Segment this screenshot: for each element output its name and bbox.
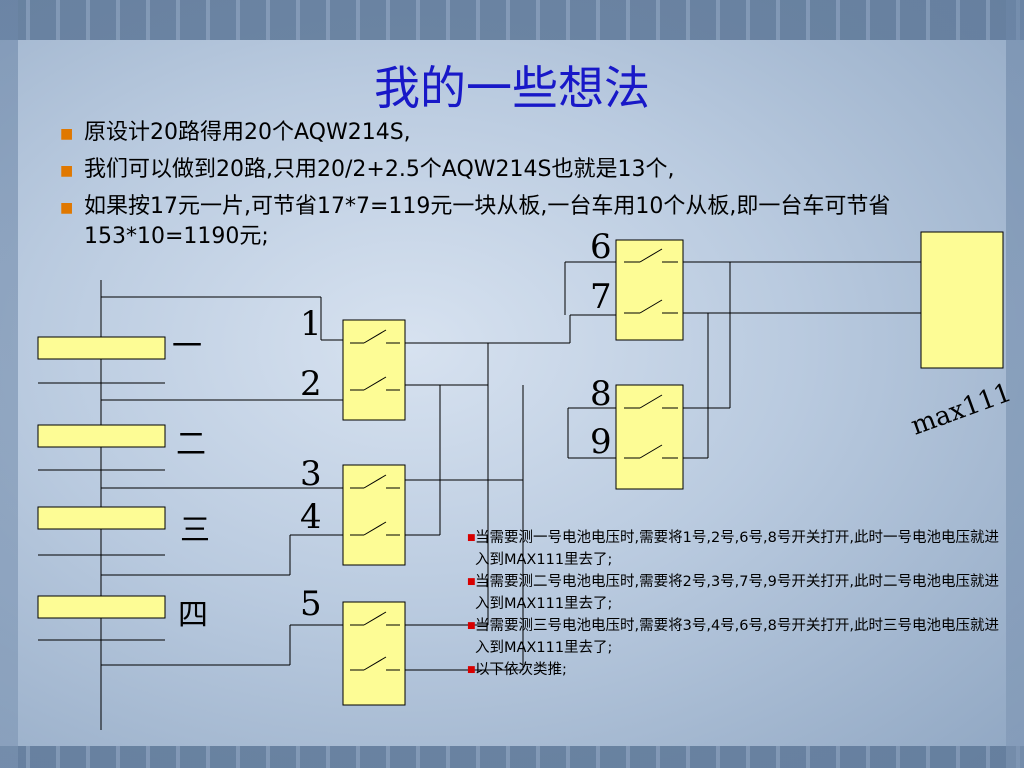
switch-box-5 xyxy=(342,601,406,706)
switch-number-7: 7 xyxy=(590,277,612,317)
battery-label-2: 二 xyxy=(176,427,206,462)
square-bullet-icon: ■ xyxy=(467,621,476,631)
switch-number-5: 5 xyxy=(300,584,322,624)
battery-label-1: 一 xyxy=(172,329,202,364)
chip-label: max111 xyxy=(907,378,1015,442)
switch-symbol-5b xyxy=(350,656,400,671)
note-text: 以下依次类推; xyxy=(475,662,567,678)
switch-number-4: 4 xyxy=(300,497,322,537)
square-bullet-icon: ■ xyxy=(60,126,74,142)
switch-symbol-8 xyxy=(624,394,678,409)
bullet-list: ■ 原设计20路得用20个AQW214S, ■ 我们可以做到20路,只用20/2… xyxy=(60,118,990,258)
switch-symbol-3 xyxy=(350,474,400,489)
switch-number-8: 8 xyxy=(590,374,612,414)
switch-number-6: 6 xyxy=(590,227,612,267)
note-item: ■ 当需要测一号电池电压时,需要将1号,2号,6号,8号开关打开,此时一号电池电… xyxy=(467,527,1012,571)
top-frame-band xyxy=(0,0,1024,40)
bullet-text: 如果按17元一片,可节省17*7=119元一块从板,一台车用10个从板,即一台车… xyxy=(84,194,891,249)
switch-symbol-5a xyxy=(350,611,400,626)
bullet-item: ■ 我们可以做到20路,只用20/2+2.5个AQW214S也就是13个, xyxy=(60,155,990,186)
square-bullet-icon: ■ xyxy=(60,163,74,179)
note-item: ■ 当需要测三号电池电压时,需要将3号,4号,6号,8号开关打开,此时三号电池电… xyxy=(467,615,1012,659)
square-bullet-icon: ■ xyxy=(467,577,476,587)
switch-box-6-7 xyxy=(615,239,684,341)
slide-title: 我的一些想法 xyxy=(374,61,650,115)
battery-label-4: 四 xyxy=(178,598,208,633)
switch-symbol-6 xyxy=(624,248,678,263)
note-item: ■ 当需要测二号电池电压时,需要将2号,3号,7号,9号开关打开,此时二号电池电… xyxy=(467,571,1012,615)
notes-list: ■ 当需要测一号电池电压时,需要将1号,2号,6号,8号开关打开,此时一号电池电… xyxy=(467,527,1012,681)
battery-2 xyxy=(37,424,166,448)
switch-box-8-9 xyxy=(615,384,684,490)
switch-symbol-2 xyxy=(350,376,400,391)
switch-box-3-4 xyxy=(342,464,406,566)
switch-symbol-9 xyxy=(624,444,678,459)
note-text: 当需要测二号电池电压时,需要将2号,3号,7号,9号开关打开,此时二号电池电压就… xyxy=(475,574,999,612)
bottom-frame-band xyxy=(0,746,1024,768)
note-text: 当需要测三号电池电压时,需要将3号,4号,6号,8号开关打开,此时三号电池电压就… xyxy=(475,618,999,656)
battery-1 xyxy=(37,336,166,360)
square-bullet-icon: ■ xyxy=(467,665,476,675)
note-item: ■ 以下依次类推; xyxy=(467,659,1012,681)
switch-number-2: 2 xyxy=(300,364,322,404)
battery-3 xyxy=(37,506,166,530)
switch-symbol-4 xyxy=(350,521,400,536)
switch-number-9: 9 xyxy=(590,422,612,462)
square-bullet-icon: ■ xyxy=(60,200,74,216)
switch-box-1-2 xyxy=(342,319,406,421)
battery-4 xyxy=(37,595,166,619)
left-frame-band xyxy=(0,0,18,768)
right-frame-band xyxy=(1006,0,1024,768)
battery-label-3: 三 xyxy=(180,513,210,548)
bullet-item: ■ 如果按17元一片,可节省17*7=119元一块从板,一台车用10个从板,即一… xyxy=(60,192,990,252)
switch-symbol-7 xyxy=(624,299,678,314)
max111-chip xyxy=(920,231,1004,369)
bullet-item: ■ 原设计20路得用20个AQW214S, xyxy=(60,118,990,149)
note-text: 当需要测一号电池电压时,需要将1号,2号,6号,8号开关打开,此时一号电池电压就… xyxy=(475,530,999,568)
bullet-text: 原设计20路得用20个AQW214S, xyxy=(84,120,411,145)
switch-number-3: 3 xyxy=(300,454,322,494)
switch-number-1: 1 xyxy=(300,304,322,344)
bullet-text: 我们可以做到20路,只用20/2+2.5个AQW214S也就是13个, xyxy=(84,157,675,182)
square-bullet-icon: ■ xyxy=(467,533,476,543)
switch-symbol-1 xyxy=(350,329,400,344)
